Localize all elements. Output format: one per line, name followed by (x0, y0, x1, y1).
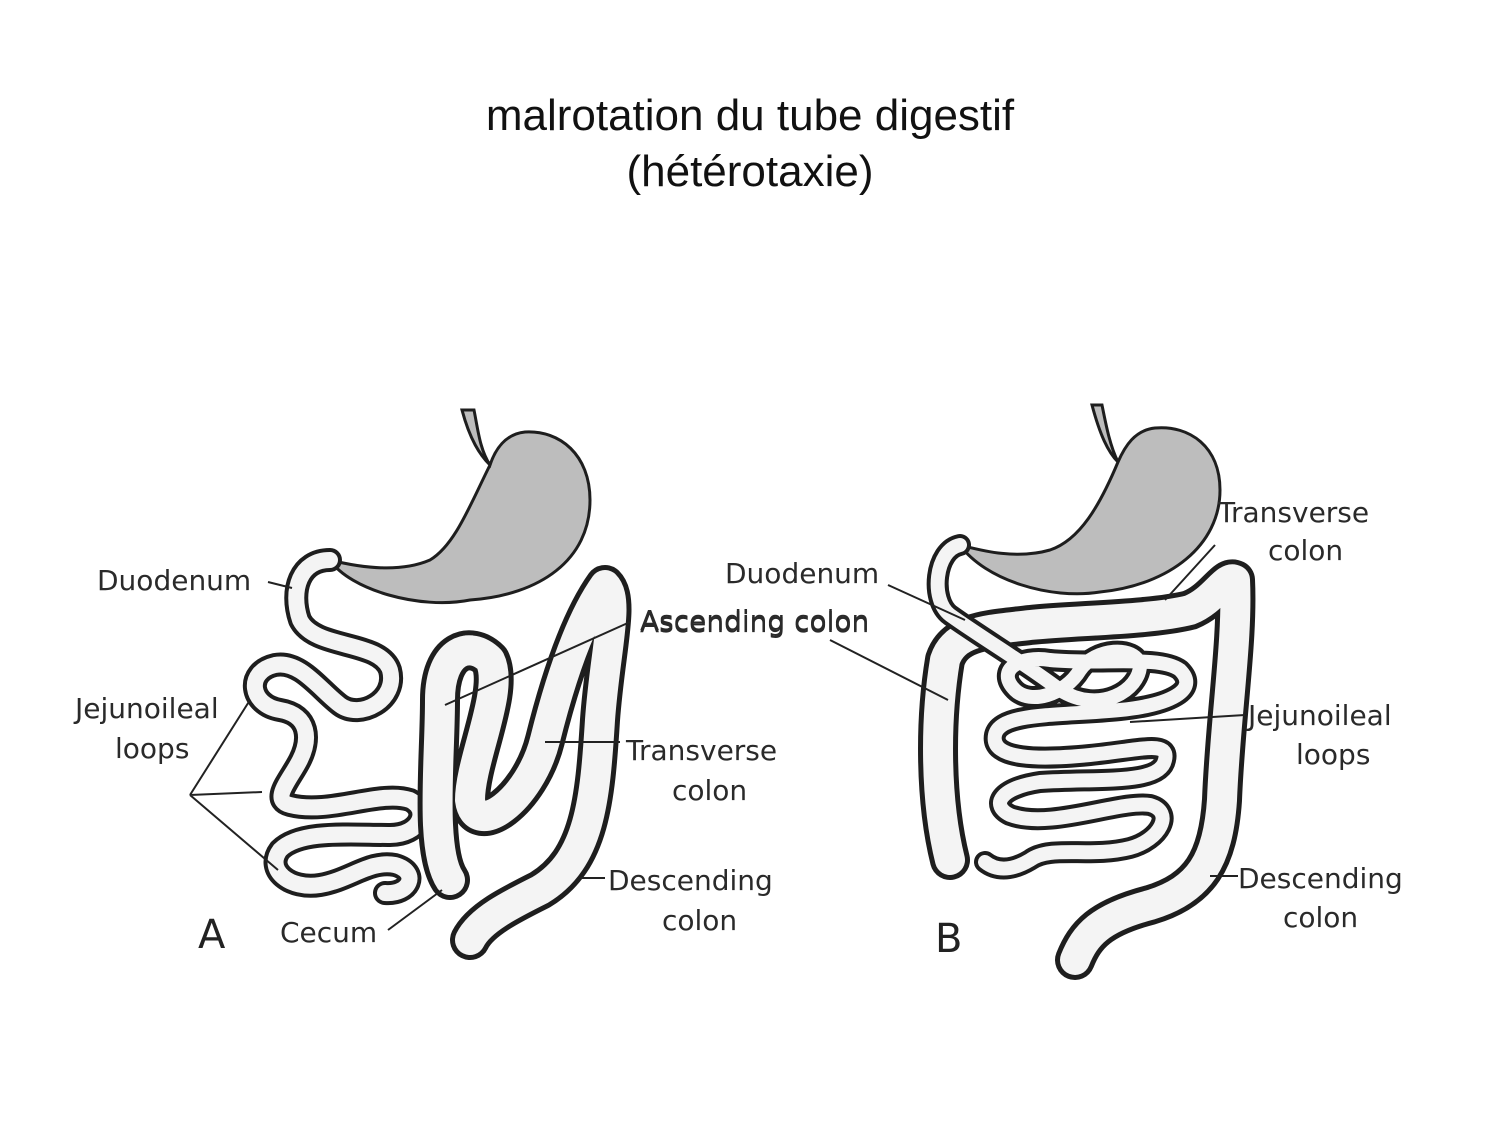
panel-b-letter: B (935, 916, 962, 962)
label-b-duodenum: Duodenum (725, 557, 879, 590)
colon-b (918, 559, 1256, 980)
label-b-ascending-colon: Ascending colon (640, 606, 869, 639)
slide-title: malrotation du tube digestif (hétérotaxi… (0, 88, 1500, 200)
label-a-transverse-1: Transverse (625, 734, 777, 767)
label-a-descending-1: Descending (608, 864, 773, 897)
leader-a-jejunoileal (189, 699, 279, 871)
label-b-transverse-1: Transverse (1217, 496, 1369, 529)
title-line-1: malrotation du tube digestif (485, 91, 1015, 140)
label-b-descending-2: colon (1283, 901, 1358, 934)
label-a-jejunoileal-2: loops (115, 732, 189, 765)
panel-a-letter: A (198, 912, 226, 958)
label-b-transverse-2: colon (1268, 534, 1343, 567)
small-intestine-b (926, 534, 1198, 880)
label-a-cecum: Cecum (280, 916, 377, 949)
panel-b: Transverse colon Duodenum Ascending colo… (640, 403, 1403, 980)
label-a-descending-2: colon (662, 904, 737, 937)
label-a-duodenum: Duodenum (97, 564, 251, 597)
leader-b-jejunoileal (1129, 714, 1246, 723)
colon-a (417, 565, 632, 960)
label-b-jejunoileal-2: loops (1296, 738, 1370, 771)
leader-a-duodenum (267, 581, 293, 589)
label-b-jejunoileal-1: Jejunoileal (1246, 699, 1392, 732)
label-a-transverse-2: colon (672, 774, 747, 807)
label-b-descending-1: Descending (1238, 862, 1403, 895)
label-a-ascending-colon: Ascending colon (640, 604, 869, 637)
leader-b-ascending (829, 639, 949, 701)
leader-b-duodenum (887, 584, 966, 621)
leader-a-cecum (387, 889, 443, 931)
leader-b-transverse (1164, 544, 1216, 601)
panel-a: Duodenum Jejunoileal loops Ascending col… (73, 408, 869, 960)
title-line-2: (hétérotaxie) (626, 147, 874, 196)
stomach-a (326, 408, 592, 605)
leader-a-ascending (444, 621, 631, 706)
stomach-b (956, 403, 1222, 596)
small-intestine-a (243, 548, 433, 906)
label-a-jejunoileal-1: Jejunoileal (73, 692, 219, 725)
